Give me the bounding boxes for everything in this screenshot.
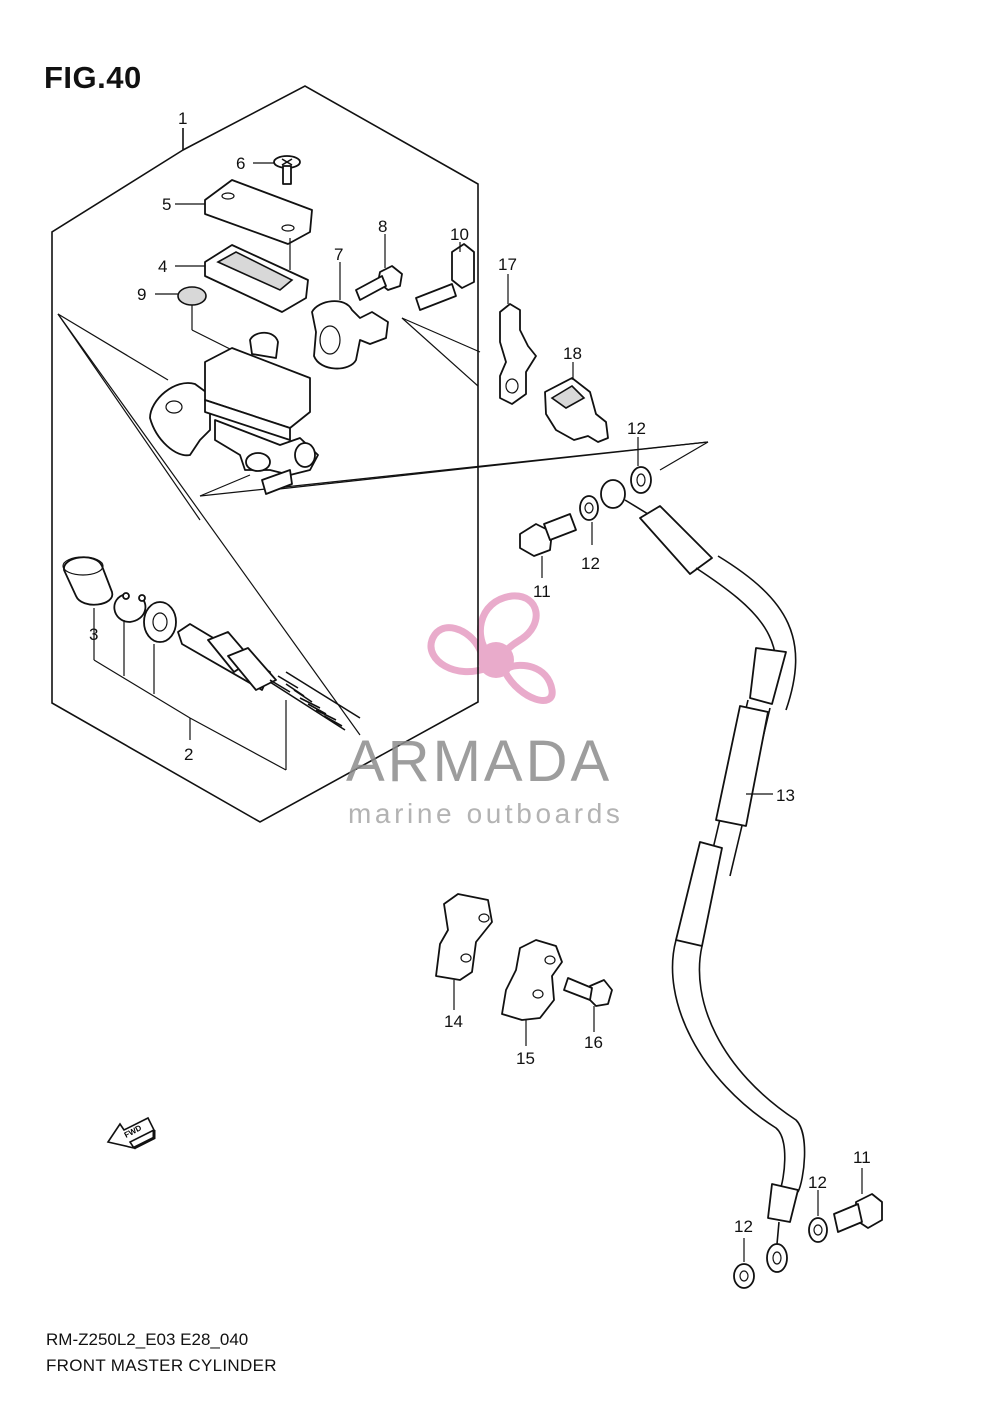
callout-2: 2 bbox=[184, 745, 193, 764]
callout-13: 13 bbox=[776, 786, 795, 805]
assembly-name: FRONT MASTER CYLINDER bbox=[46, 1356, 277, 1375]
callout-1: 1 bbox=[178, 109, 187, 128]
callout-labels: 1 2 3 4 5 6 7 8 9 10 11 11 12 12 12 12 1… bbox=[89, 109, 871, 1236]
callout-17: 17 bbox=[498, 255, 517, 274]
callout-8: 8 bbox=[378, 217, 387, 236]
part-circlip bbox=[113, 592, 147, 623]
part-boot-3 bbox=[62, 556, 113, 606]
watermark-name: ARMADA bbox=[346, 729, 613, 794]
assembly-outline bbox=[51, 85, 709, 823]
part-master-cylinder-body bbox=[149, 331, 319, 495]
callout-6: 6 bbox=[236, 154, 245, 173]
fwd-arrow: FWD bbox=[106, 1116, 156, 1150]
part-bolt-10 bbox=[401, 242, 481, 387]
part-bolt-16 bbox=[563, 977, 613, 1032]
callout-10: 10 bbox=[450, 225, 469, 244]
part-piston-2 bbox=[177, 623, 361, 731]
arrow-left-icon bbox=[106, 1116, 156, 1150]
part-screw-6 bbox=[253, 155, 301, 185]
part-bracket-14 bbox=[435, 893, 493, 1010]
propeller-icon bbox=[427, 592, 556, 704]
callout-12-a: 12 bbox=[627, 419, 646, 438]
callout-5: 5 bbox=[162, 195, 171, 214]
figure-title: FIG.40 bbox=[44, 60, 142, 95]
part-reservoir-cap-5 bbox=[175, 179, 313, 245]
callout-15: 15 bbox=[516, 1049, 535, 1068]
part-diaphragm-plate-4 bbox=[175, 238, 309, 313]
part-sight-cap-9 bbox=[155, 286, 241, 355]
part-switch-17 bbox=[499, 274, 537, 405]
part-bolt-8 bbox=[355, 234, 403, 301]
callout-9: 9 bbox=[137, 285, 146, 304]
part-washer-12-a bbox=[630, 437, 652, 494]
callout-11-a: 11 bbox=[533, 582, 551, 601]
part-brake-hose-13 bbox=[600, 479, 806, 1273]
callout-4: 4 bbox=[158, 257, 167, 276]
part-banjo-bolt-11-a bbox=[519, 513, 577, 578]
model-code: RM-Z250L2_E03 E28_040 bbox=[46, 1330, 249, 1349]
part-banjo-bolt-11-b bbox=[833, 1168, 883, 1233]
part-washer-12-b bbox=[579, 495, 599, 545]
watermark-tagline: marine outboards bbox=[348, 798, 624, 829]
callout-11-b: 11 bbox=[853, 1148, 871, 1167]
part-clamp-7 bbox=[311, 262, 389, 370]
part-washer-12-c bbox=[808, 1190, 828, 1243]
callout-18: 18 bbox=[563, 344, 582, 363]
part-washer-12-d bbox=[733, 1238, 755, 1289]
callout-16: 16 bbox=[584, 1033, 603, 1052]
callout-3: 3 bbox=[89, 625, 98, 644]
callout-12-d: 12 bbox=[734, 1217, 753, 1236]
callout-14: 14 bbox=[444, 1012, 463, 1031]
callout-7: 7 bbox=[334, 245, 343, 264]
part-washer-piston bbox=[143, 601, 177, 643]
part-bracket-15 bbox=[501, 939, 563, 1046]
callout-12-c: 12 bbox=[808, 1173, 827, 1192]
callout-12-b: 12 bbox=[581, 554, 600, 573]
part-switch-18 bbox=[544, 362, 609, 443]
callout-brackets-2-3 bbox=[93, 608, 287, 771]
